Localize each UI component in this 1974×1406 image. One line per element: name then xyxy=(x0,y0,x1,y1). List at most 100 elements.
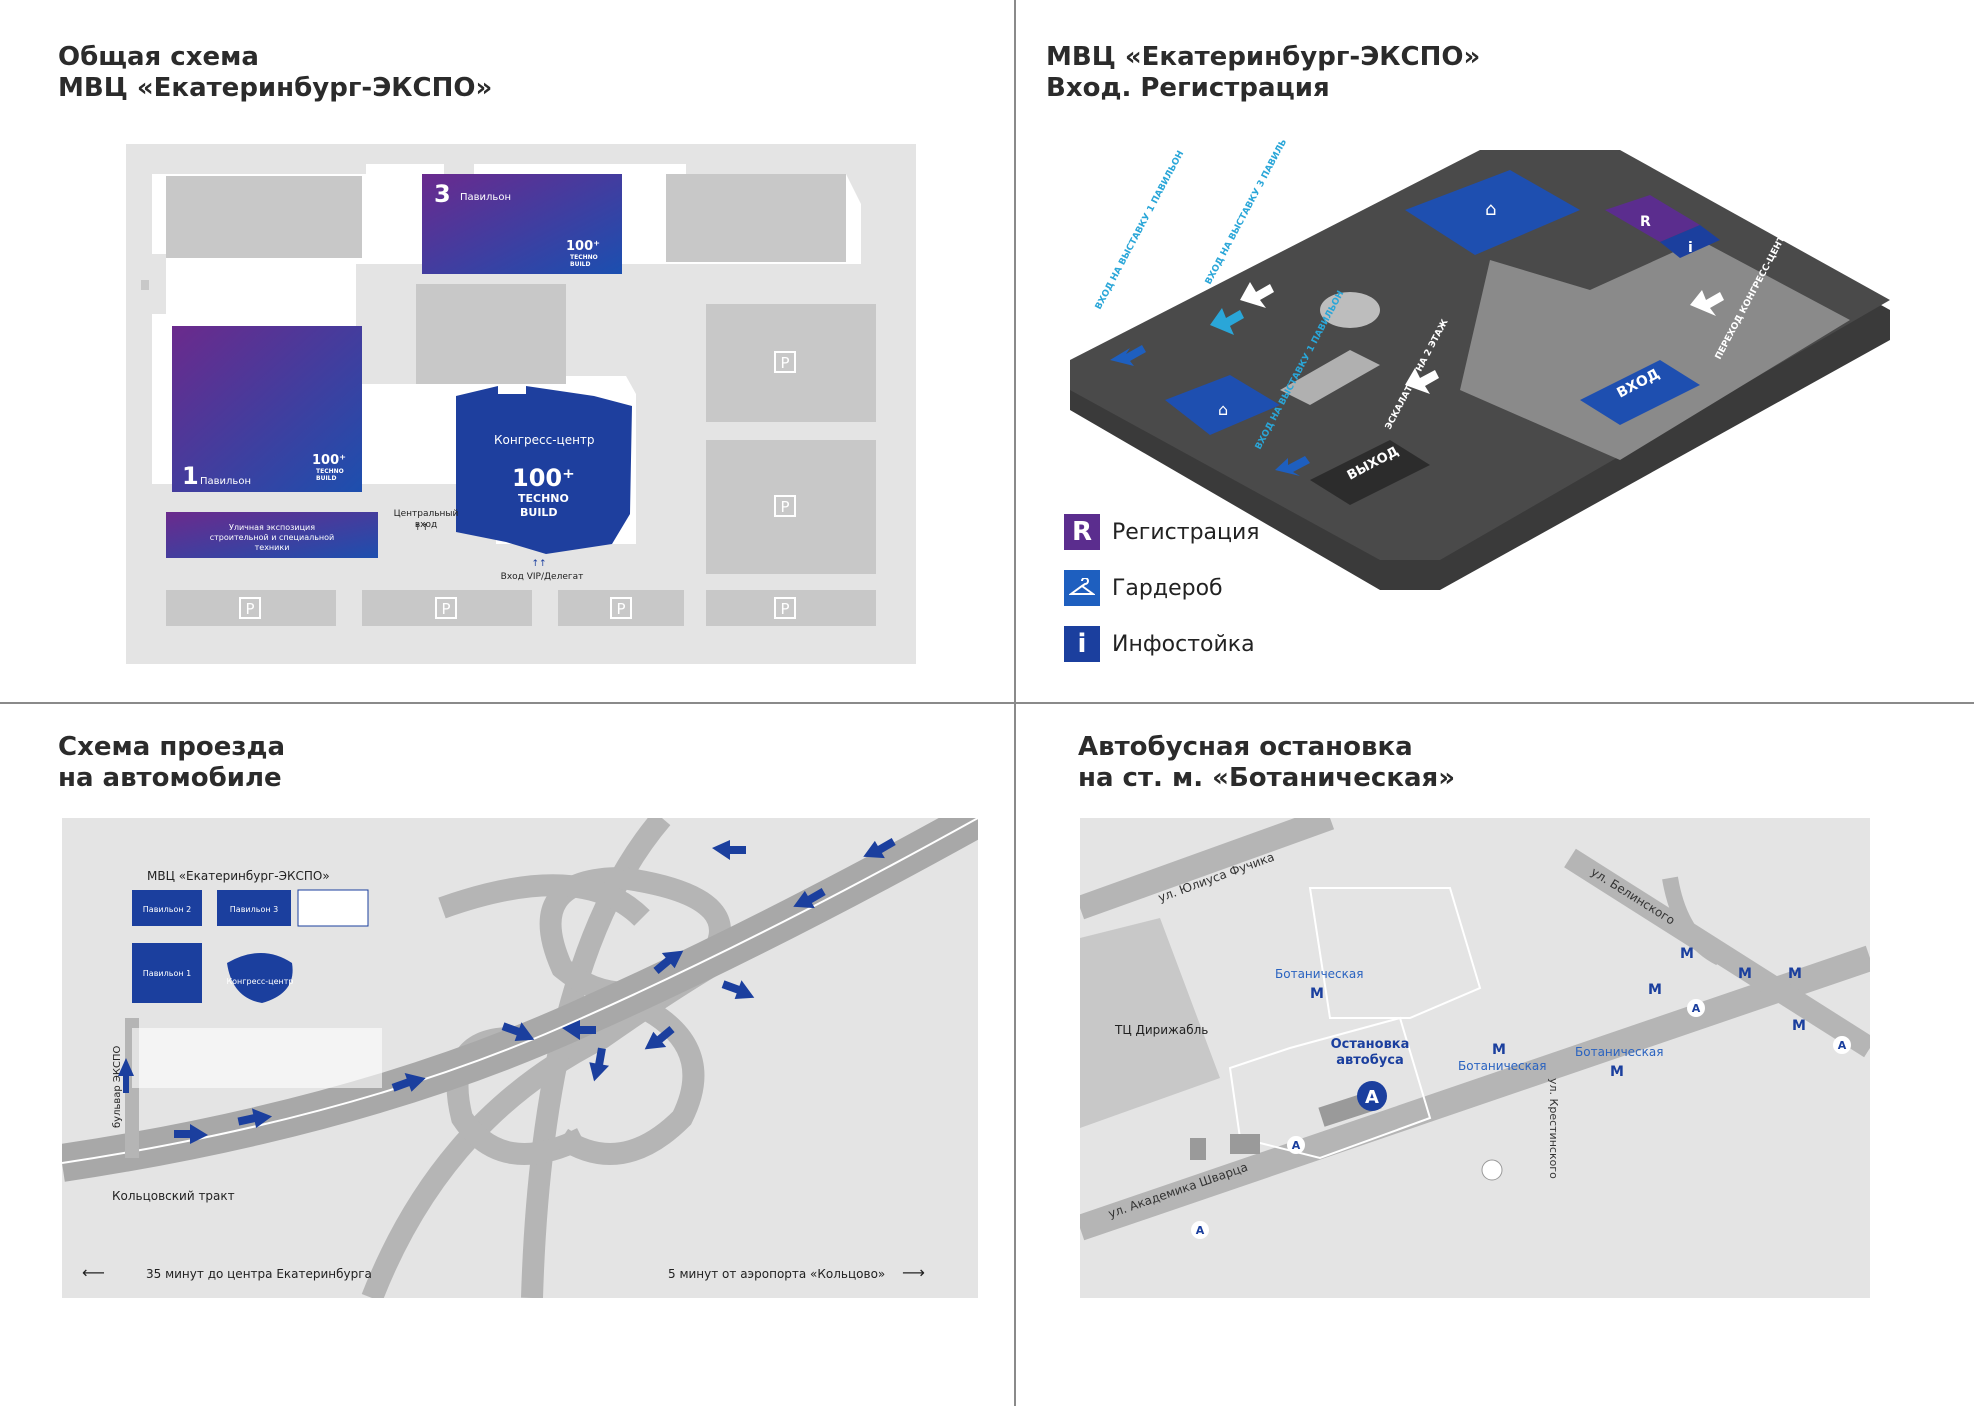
wardrobe-top-hanger-icon: ⌂ xyxy=(1485,199,1496,220)
general-scheme-map: 3 Павильон 100⁺ TECHNO BUILD 1 Павильон … xyxy=(126,144,916,664)
q4-title-line2: на ст. м. «Ботаническая» xyxy=(1078,763,1455,793)
info-icon: i xyxy=(1064,626,1100,662)
road-loop xyxy=(1662,876,1724,966)
q2-title: МВЦ «Екатеринбург-ЭКСПО» Вход. Регистрац… xyxy=(1046,42,1480,104)
pavilion-1-word: Павильон xyxy=(200,476,251,487)
legend-row-registration: R Регистрация xyxy=(1064,512,1260,552)
route-arrow-13 xyxy=(501,1022,535,1042)
bus-marker-1 xyxy=(1287,1136,1305,1154)
route-arrow-3 xyxy=(118,1058,134,1093)
parking-1-symbol: P xyxy=(780,354,789,372)
wardrobe-left xyxy=(1165,375,1280,435)
metro-label-2: Ботаническая xyxy=(1458,1059,1546,1073)
congress-center xyxy=(456,386,632,554)
label-gallery: ГАЛЕРЕЯ ФУД-КОРТ xyxy=(1234,154,1292,252)
q3-title-line2: на автомобиле xyxy=(58,763,282,793)
registration-desk xyxy=(1605,195,1700,242)
car-congress xyxy=(227,953,293,1003)
metro-icon-2: M xyxy=(1492,1042,1506,1058)
arrow-pav1-left xyxy=(1110,345,1146,366)
metro-icon-3: M xyxy=(1610,1064,1624,1080)
car-congress-label: Конгресс-центр xyxy=(226,977,293,986)
metro-label-1: Ботаническая xyxy=(1275,967,1363,981)
pavilion-3-brand-techno: TECHNO xyxy=(570,254,598,261)
congress-brand-techno: TECHNO xyxy=(518,492,569,505)
route-arrow-5 xyxy=(562,1020,596,1040)
arrow-right-icon: ⟶ xyxy=(902,1263,925,1282)
stop-label-line1: Остановка xyxy=(1331,1037,1410,1052)
pavilion-gray-right xyxy=(666,174,846,262)
route-arrow-9 xyxy=(653,950,684,974)
q1-title-line2: МВЦ «Екатеринбург-ЭКСПО» xyxy=(58,73,493,103)
route-arrow-12 xyxy=(589,1047,610,1082)
hall-area xyxy=(1460,240,1850,460)
hanger-icon xyxy=(1064,570,1100,606)
car-pavilion-gray xyxy=(297,889,369,927)
pavilion-3 xyxy=(422,174,622,274)
parking-lots xyxy=(132,1028,382,1088)
stop-label-line2: автобуса xyxy=(1336,1053,1404,1068)
road-fuchika xyxy=(1080,818,1335,920)
bus-marker-4 xyxy=(1833,1036,1851,1054)
wardrobe-top xyxy=(1405,170,1580,255)
q3-title-line1: Схема проезда xyxy=(58,732,286,762)
escalator xyxy=(1280,350,1380,405)
pavilion-1-brand-100: 100⁺ xyxy=(312,453,346,468)
congress-brand-100: 100⁺ xyxy=(512,464,575,492)
building-3 xyxy=(1230,1134,1260,1154)
from-airport-label: 5 минут от аэропорта «Кольцово» xyxy=(668,1267,885,1281)
q4-title: Автобусная остановка на ст. м. «Ботаниче… xyxy=(1078,732,1455,794)
building-2 xyxy=(1190,1138,1206,1160)
bus-marker-2 xyxy=(1191,1221,1209,1239)
parking-4-symbol: P xyxy=(441,600,450,618)
pavilion-1-brand-build: BUILD xyxy=(316,475,337,482)
pavilion-gray-left xyxy=(166,176,362,258)
boulevard-label: бульвар ЭКСПО xyxy=(112,1045,123,1128)
route-arrow-4 xyxy=(391,1072,426,1092)
congress-brand-build: BUILD xyxy=(520,506,558,519)
round-column xyxy=(1320,292,1380,328)
q1-title: Общая схема МВЦ «Екатеринбург-ЭКСПО» xyxy=(58,42,492,104)
legend-label-registration: Регистрация xyxy=(1112,519,1260,545)
q2-title-line2: Вход. Регистрация xyxy=(1046,73,1330,103)
pavilion-3-word: Павильон xyxy=(460,192,511,203)
bus-stop-marker xyxy=(1357,1081,1387,1111)
bus-stop-letter: A xyxy=(1365,1087,1379,1108)
legend-row-wardrobe: Гардероб xyxy=(1064,568,1260,608)
pavilion-1 xyxy=(172,326,362,492)
car-pavilion-2-label: Павильон 2 xyxy=(143,905,191,914)
street-exposition xyxy=(166,512,378,558)
legend: R Регистрация Гардероб i Инфостойка xyxy=(1064,512,1260,680)
parking-6-symbol: P xyxy=(780,600,789,618)
info-desk xyxy=(1660,225,1720,258)
route-arrow-11 xyxy=(644,1026,675,1050)
parking-3 xyxy=(166,590,336,626)
metro-icon-4: M xyxy=(1680,946,1694,962)
route-arrow-8 xyxy=(863,838,896,859)
q3-title: Схема проезда на автомобиле xyxy=(58,732,285,794)
metro-icon-7: M xyxy=(1788,966,1802,982)
arrow-passage xyxy=(1690,290,1724,316)
legend-label-wardrobe: Гардероб xyxy=(1112,575,1223,601)
car-pavilion-2 xyxy=(132,890,202,926)
street-exposition-line2: строительной и специальной xyxy=(210,533,335,542)
parking-2 xyxy=(706,440,876,574)
mall-block xyxy=(1080,918,1220,1128)
congress-center-label: Конгресс-центр xyxy=(494,433,595,447)
pavilion-3-brand-build: BUILD xyxy=(570,261,591,268)
metro-icon-6: M xyxy=(1648,982,1662,998)
route-arrow-10 xyxy=(721,980,755,1000)
car-pavilion-3 xyxy=(217,890,291,926)
central-entry-line1: Центральный xyxy=(394,509,459,519)
metro-label-3: Ботаническая xyxy=(1575,1045,1663,1059)
q2-title-line1: МВЦ «Екатеринбург-ЭКСПО» xyxy=(1046,42,1481,72)
street-label-kresinsky: ул. Крестинского xyxy=(1547,1078,1560,1179)
bus-marker-3-letter: A xyxy=(1692,1002,1701,1015)
arrow-pav3 xyxy=(1210,308,1244,335)
vip-entry-arrows: ↑↑ xyxy=(531,559,546,569)
bus-marker-2-letter: A xyxy=(1196,1224,1205,1237)
q1-title-line1: Общая схема xyxy=(58,42,259,72)
bus-marker-1-letter: A xyxy=(1292,1139,1301,1152)
arrow-gallery xyxy=(1240,282,1274,308)
parking-3-symbol: P xyxy=(245,600,254,618)
